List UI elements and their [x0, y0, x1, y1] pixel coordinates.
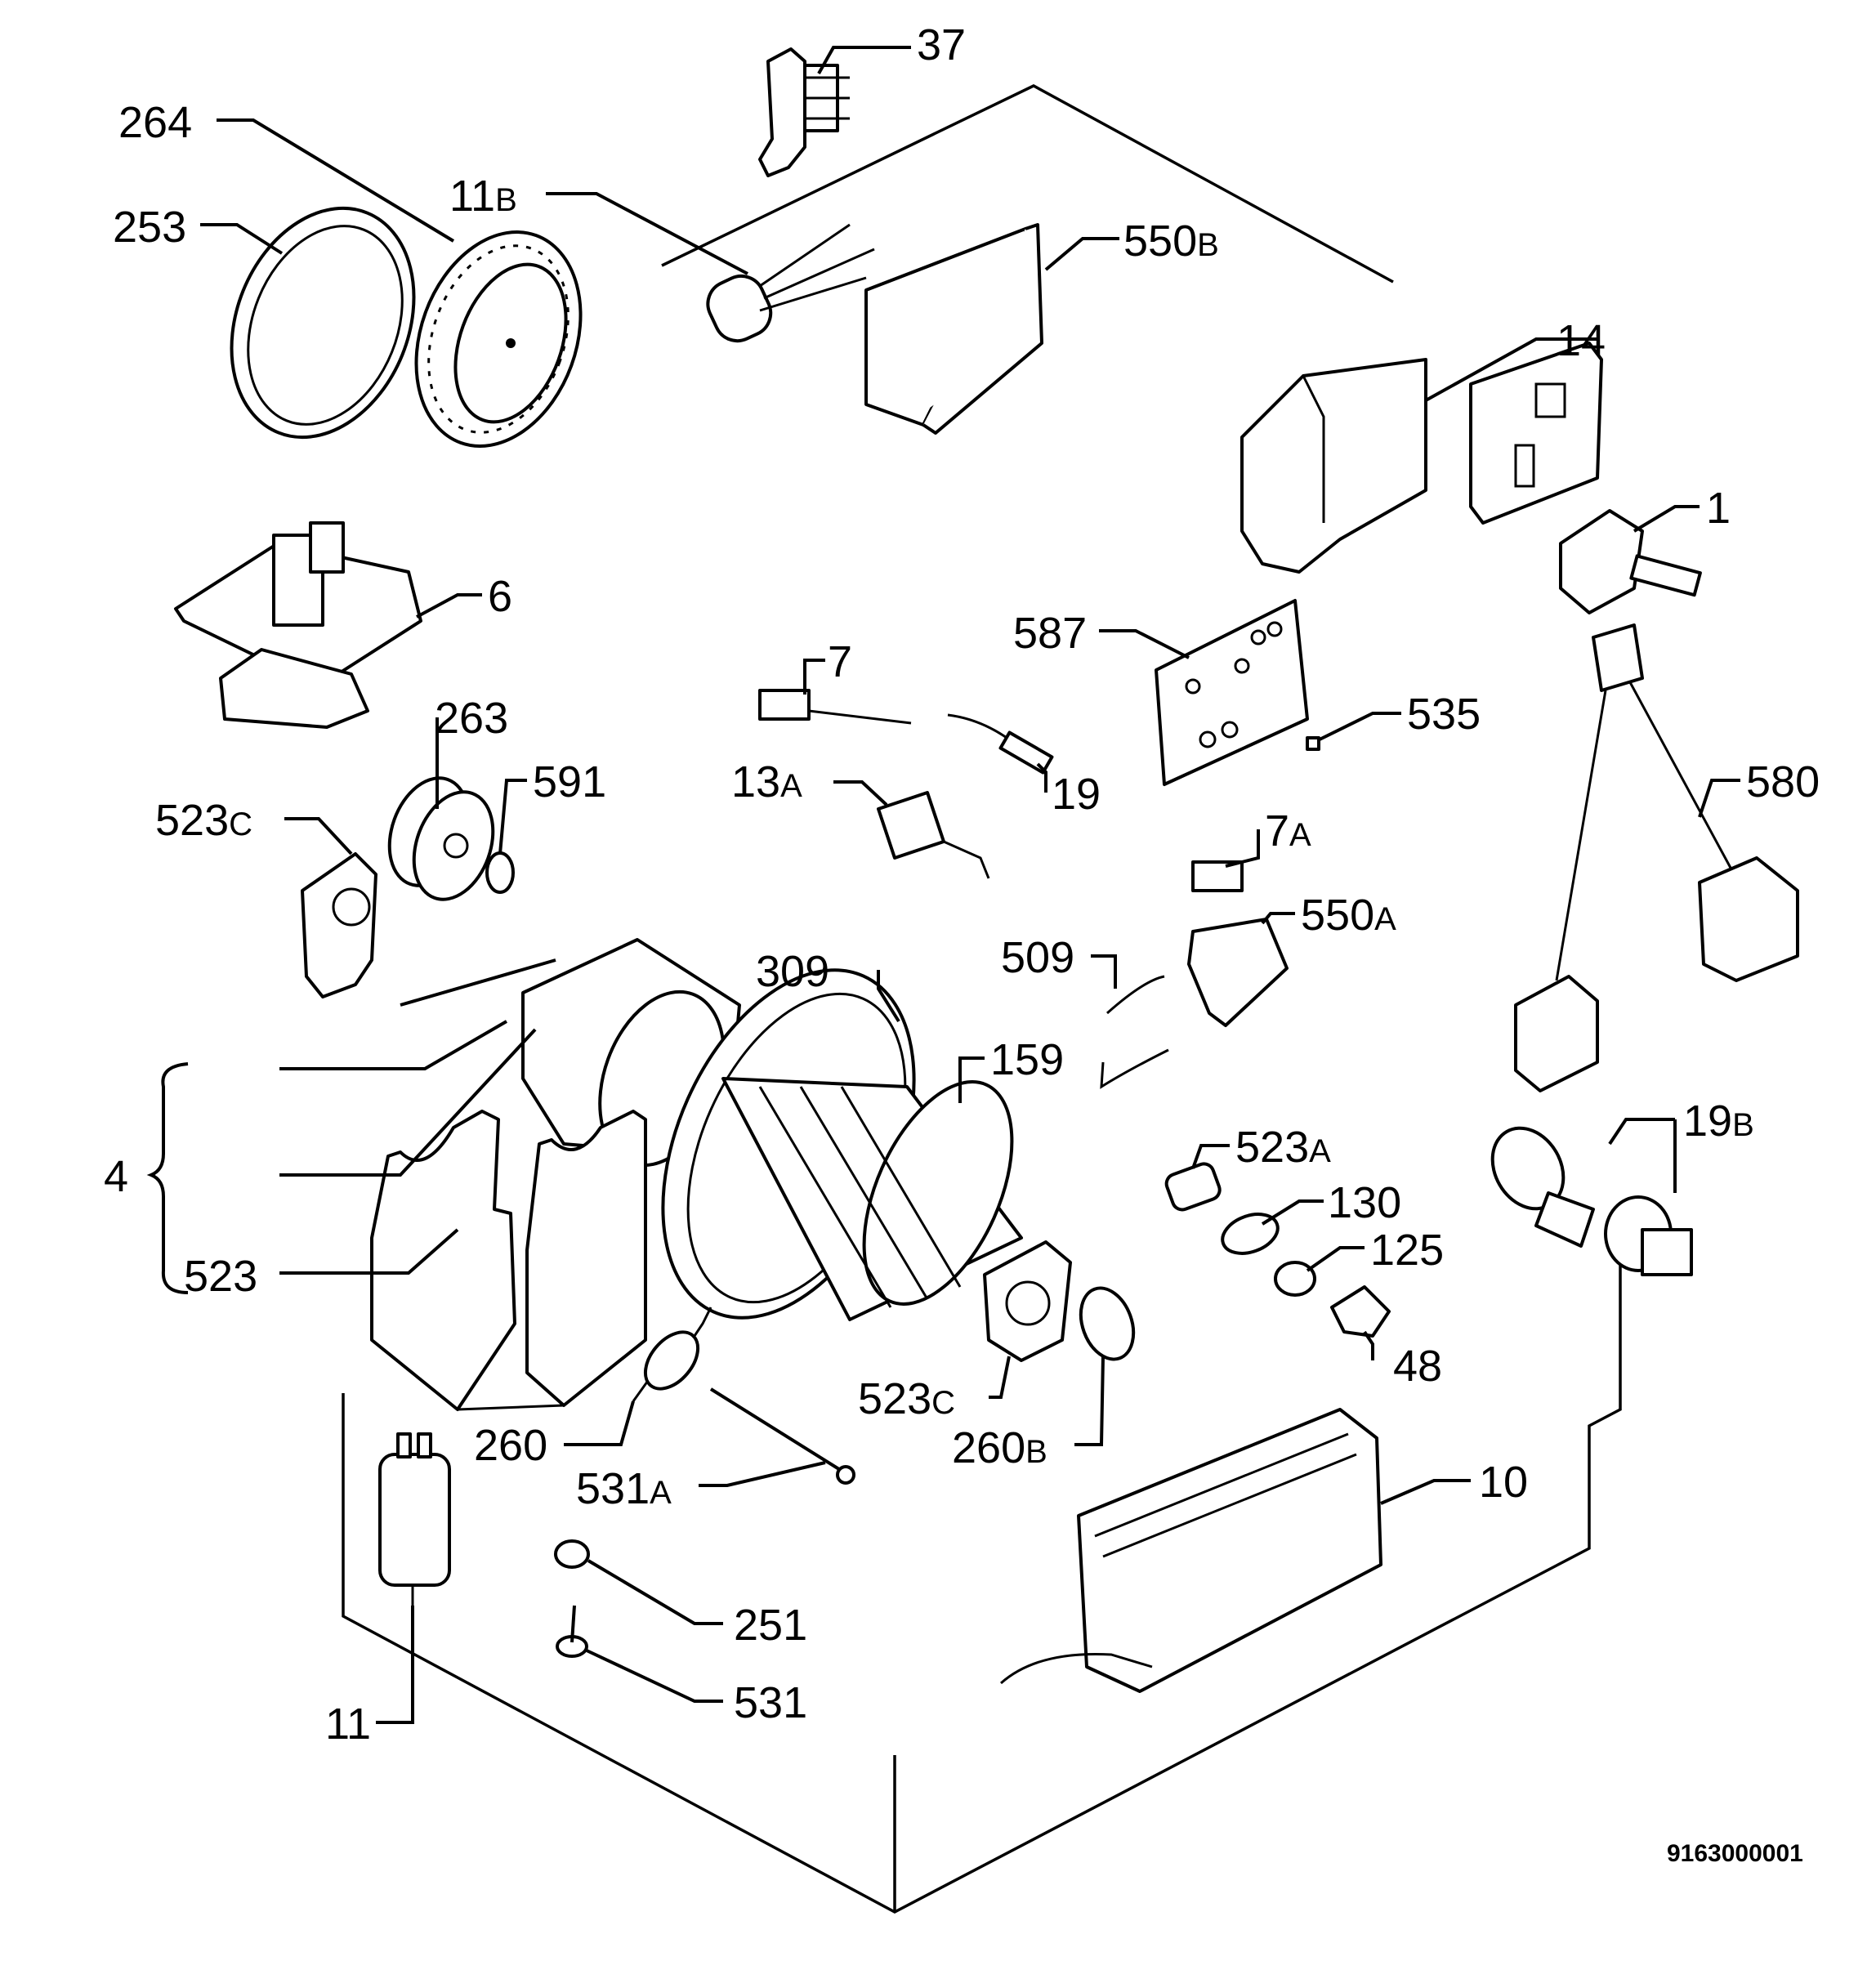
part-531-screw [556, 1605, 588, 1658]
part-550A-holder [1187, 918, 1289, 1027]
part-264-fan-wheel [414, 230, 583, 448]
label-523A: 523A [1235, 1123, 1331, 1172]
part-580-door-lock [1514, 623, 1799, 1092]
part-7A-switch [1191, 860, 1244, 892]
label-4: 4 [104, 1152, 128, 1201]
part-6-pump [174, 521, 422, 729]
label-6: 6 [488, 572, 512, 621]
label-1: 1 [1706, 484, 1731, 533]
label-531A: 531A [576, 1464, 672, 1513]
cabinet-frame-outline [342, 84, 1622, 1914]
label-19B: 19B [1683, 1097, 1754, 1146]
label-11B: 11B [449, 172, 517, 221]
label-253: 253 [113, 203, 186, 252]
label-550A: 550A [1301, 891, 1396, 940]
document-number: 9163000001 [1667, 1840, 1803, 1867]
label-19: 19 [1052, 770, 1101, 819]
label-264: 264 [118, 98, 192, 147]
part-587-circuit-board [1155, 599, 1309, 786]
part-11-capacitor [378, 1432, 451, 1606]
part-130-seal [1221, 1213, 1280, 1255]
part-260-spring [632, 1307, 712, 1402]
part-14-control-unit [1240, 342, 1603, 574]
leader-lines [200, 46, 1740, 1724]
part-19-sensor [947, 713, 1054, 775]
part-260B-spring [1079, 1286, 1136, 1361]
part-535-nut [1306, 736, 1320, 751]
label-580: 580 [1746, 757, 1820, 806]
part-523-motor-cradle [370, 1110, 647, 1411]
part-1-rotary-switch [1559, 509, 1702, 614]
part-19B-lamp [1490, 1126, 1693, 1276]
part-263-pulley [387, 776, 495, 901]
label-11: 11 [325, 1700, 371, 1749]
label-14: 14 [1557, 316, 1606, 365]
label-130: 130 [1328, 1178, 1401, 1227]
label-48: 48 [1393, 1342, 1442, 1391]
label-37: 37 [917, 20, 966, 69]
part-523C-bottom-bracket [983, 1240, 1072, 1362]
part-251-grommet [554, 1539, 590, 1569]
group-4-brace [146, 1062, 189, 1294]
label-309: 309 [756, 947, 829, 996]
part-531A-bolt [709, 1387, 855, 1485]
label-159: 159 [990, 1035, 1064, 1084]
part-7-microswitch [758, 689, 912, 725]
label-13A: 13A [731, 757, 802, 806]
part-253-belt [230, 206, 416, 440]
label-7: 7 [828, 637, 852, 686]
part-48-thermostat [1330, 1285, 1391, 1338]
label-260B: 260B [952, 1423, 1047, 1472]
label-591: 591 [533, 757, 606, 806]
part-159-impeller-drum [721, 1077, 1023, 1321]
part-523A-gasket [1164, 1162, 1222, 1212]
part-37-bracket [758, 47, 850, 177]
part-125-ring [1274, 1261, 1316, 1297]
part-550B-cover [864, 223, 1043, 435]
part-509-spring-wire [1100, 975, 1169, 1089]
label-587: 587 [1013, 609, 1087, 658]
label-550B: 550B [1123, 217, 1219, 266]
label-7A: 7A [1265, 806, 1311, 855]
label-509: 509 [1001, 933, 1074, 982]
label-531: 531 [734, 1678, 807, 1727]
label-523: 523 [184, 1252, 257, 1301]
label-10: 10 [1479, 1458, 1528, 1507]
part-10-heater [1000, 1408, 1382, 1693]
part-591-washer [485, 851, 515, 894]
label-251: 251 [734, 1601, 807, 1650]
label-535: 535 [1407, 690, 1481, 739]
label-523C-top: 523C [155, 796, 252, 845]
part-13A-connector [877, 791, 990, 879]
part-523C-top-bracket [301, 852, 377, 998]
part-labels: 37 264 253 11B 550B 14 1 6 587 7 263 591… [104, 20, 1820, 1749]
part-11B-capacitor [706, 223, 875, 343]
label-263: 263 [435, 694, 508, 743]
label-260: 260 [474, 1421, 547, 1470]
label-523C-bottom: 523C [858, 1374, 955, 1423]
label-125: 125 [1370, 1226, 1444, 1275]
